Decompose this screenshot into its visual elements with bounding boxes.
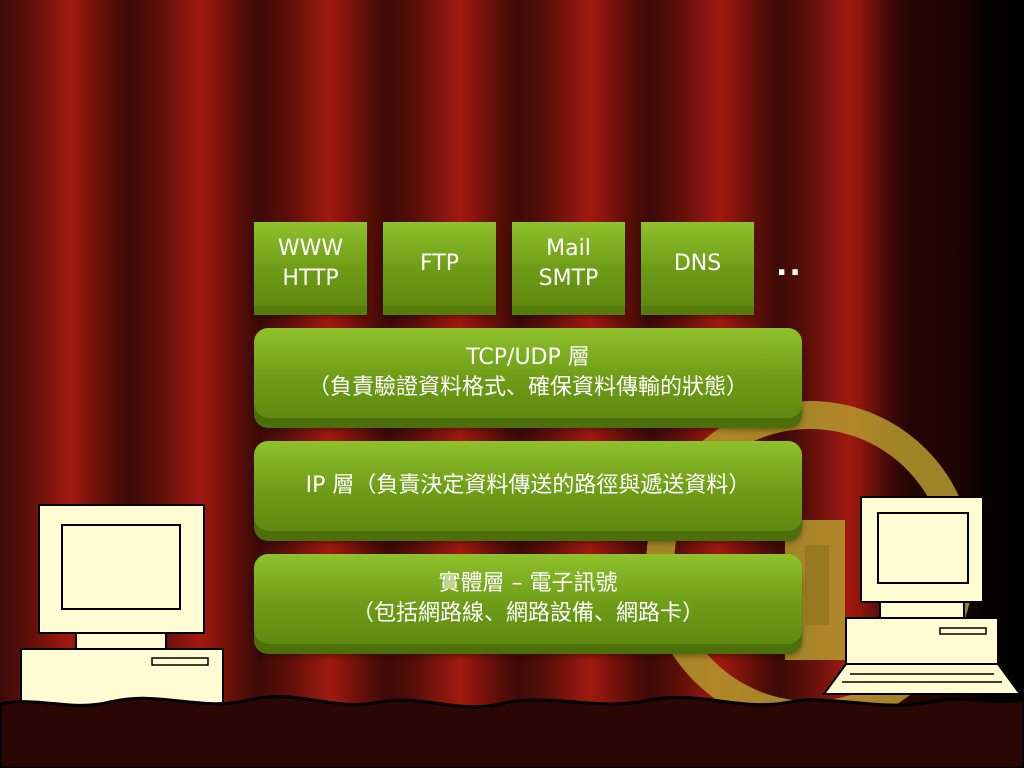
- layer-title: IP 層（負責決定資料傳送的路徑與遞送資料）: [305, 473, 751, 498]
- layer-description: （負責驗證資料格式、確保資料傳輸的狀態）: [307, 375, 748, 400]
- app-label-line: DNS: [673, 251, 722, 276]
- layer-box-transport: TCP/UDP 層 （負責驗證資料格式、確保資料傳輸的狀態）: [254, 328, 802, 418]
- app-label-line: Mail: [546, 236, 591, 261]
- layer-box-network: IP 層（負責決定資料傳送的路徑與遞送資料）: [254, 441, 802, 531]
- app-box-mail-smtp: Mail SMTP: [512, 222, 625, 306]
- app-box-dns: DNS: [641, 222, 754, 306]
- more-protocols-ellipsis: ..: [776, 248, 803, 283]
- app-label-line: FTP: [420, 251, 459, 276]
- layer-description: （包括網路線、網路設備、網路卡）: [351, 601, 704, 626]
- layer-title: TCP/UDP 層: [466, 345, 590, 370]
- app-box-www-http: WWW HTTP: [254, 222, 367, 306]
- desktop-computer-icon: [20, 504, 224, 708]
- app-label-line: HTTP: [282, 266, 339, 291]
- layer-title: 實體層 – 電子訊號: [438, 571, 618, 596]
- laptop-computer-icon: [822, 496, 1022, 695]
- app-box-ftp: FTP: [383, 222, 496, 306]
- app-label-line: WWW: [277, 236, 344, 261]
- app-label-line: SMTP: [538, 266, 599, 291]
- layer-box-physical: 實體層 – 電子訊號 （包括網路線、網路設備、網路卡）: [254, 554, 802, 644]
